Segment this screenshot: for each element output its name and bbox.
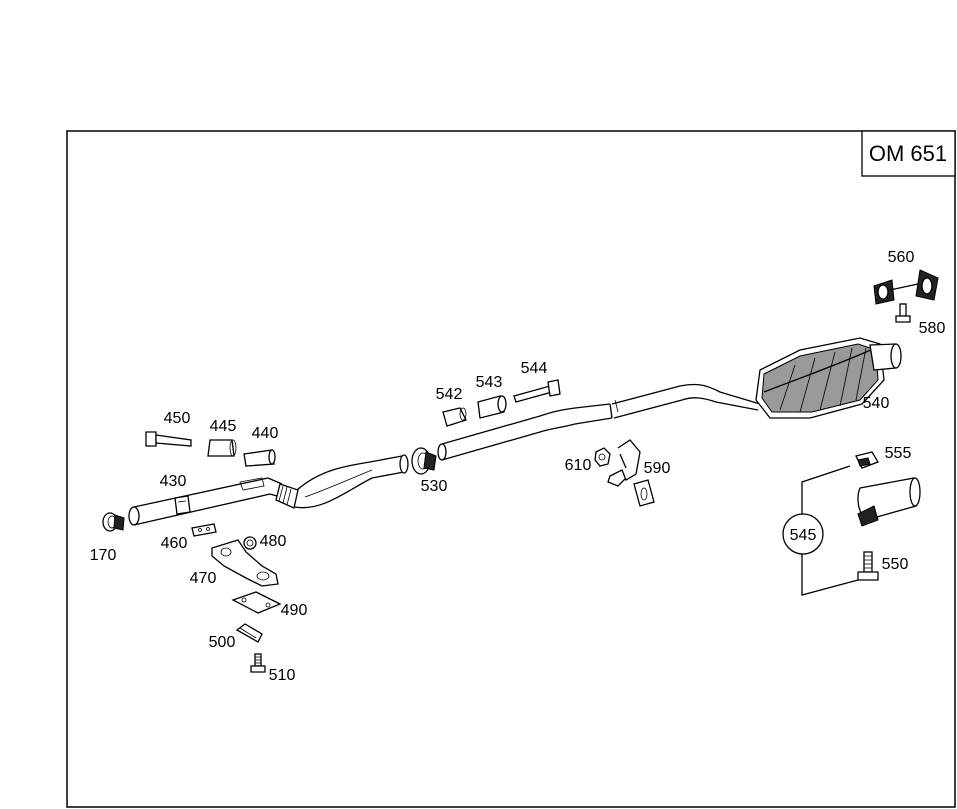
label-500: 500 — [209, 634, 236, 651]
label-545: 545 — [790, 527, 817, 544]
hanger-590[interactable] — [607, 439, 655, 507]
bolt-580[interactable] — [895, 303, 911, 323]
hanger-470[interactable] — [211, 539, 279, 587]
label-470: 470 — [190, 570, 217, 587]
label-610: 610 — [565, 457, 592, 474]
label-170: 170 — [90, 547, 117, 564]
callout-circle-545 — [782, 513, 824, 555]
mount-490[interactable] — [231, 591, 282, 614]
intermediate-pipe[interactable] — [437, 383, 761, 461]
label-550: 550 — [882, 556, 909, 573]
label-543: 543 — [476, 374, 503, 391]
bracket-460[interactable] — [174, 495, 217, 537]
label-510: 510 — [269, 667, 296, 684]
nut-480[interactable] — [243, 536, 257, 550]
label-530: 530 — [421, 478, 448, 495]
clamp-530[interactable] — [411, 447, 437, 475]
label-580: 580 — [919, 320, 946, 337]
diagram-frame — [66, 130, 956, 808]
engine-label: OM 651 — [869, 141, 947, 166]
bolt-450[interactable] — [145, 431, 192, 447]
label-490: 490 — [281, 602, 308, 619]
rear-silencer-540[interactable] — [755, 337, 902, 419]
label-445: 445 — [210, 418, 237, 435]
label-440: 440 — [252, 425, 279, 442]
bolt-544[interactable] — [513, 379, 561, 403]
label-480: 480 — [260, 533, 287, 550]
group-bracket-545 — [801, 465, 859, 596]
label-555: 555 — [885, 445, 912, 462]
sleeve-445[interactable] — [207, 439, 237, 457]
engine-label-box: OM 651 — [861, 130, 956, 177]
nut-610[interactable] — [594, 447, 611, 467]
tailpipe-trim-545[interactable] — [855, 451, 921, 581]
spacer-542[interactable] — [442, 407, 467, 427]
label-560: 560 — [888, 249, 915, 266]
hanger-560[interactable] — [873, 269, 939, 305]
plate-500[interactable] — [235, 623, 263, 643]
label-544: 544 — [521, 360, 548, 377]
label-430: 430 — [160, 473, 187, 490]
label-450: 450 — [164, 410, 191, 427]
bushing-440[interactable] — [243, 449, 276, 467]
clamp-170[interactable] — [102, 512, 125, 532]
label-540: 540 — [863, 395, 890, 412]
label-460: 460 — [161, 535, 188, 552]
bolt-510[interactable] — [250, 653, 266, 673]
label-590: 590 — [644, 460, 671, 477]
sleeve-543[interactable] — [477, 395, 507, 419]
label-542: 542 — [436, 386, 463, 403]
front-pipe-430[interactable] — [128, 454, 409, 526]
